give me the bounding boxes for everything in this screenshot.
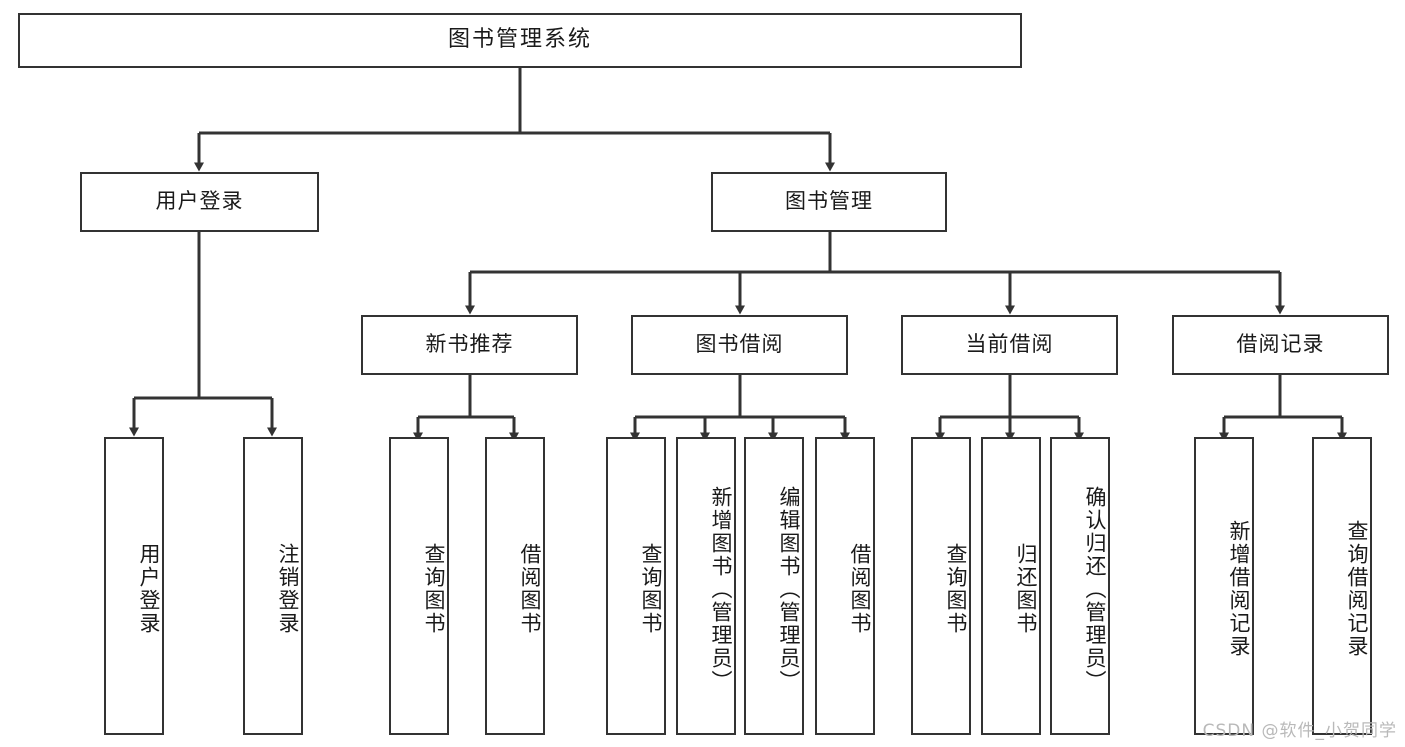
node-leaf-borrow-book-borrow[interactable]: 借阅图书 <box>815 437 875 735</box>
node-label: 查询图书 <box>422 543 446 635</box>
node-book-manage[interactable]: 图书管理 <box>711 172 947 232</box>
node-label: 借阅图书 <box>848 543 872 635</box>
node-leaf-add-book[interactable]: 新增图书（管理员） <box>676 437 736 735</box>
node-leaf-logout-login[interactable]: 注销登录 <box>243 437 303 735</box>
node-label: 当前借阅 <box>965 332 1054 357</box>
node-label: 图书管理系统 <box>447 27 592 53</box>
node-label: 图书管理 <box>785 189 873 214</box>
node-label: 编辑图书（管理员） <box>777 485 801 693</box>
node-label: 用户登录 <box>137 543 161 635</box>
node-leaf-add-borrow-record[interactable]: 新增借阅记录 <box>1194 437 1254 735</box>
node-label: 归还图书 <box>1014 543 1038 635</box>
node-label: 借阅图书 <box>518 543 542 635</box>
node-label: 注销登录 <box>276 543 300 635</box>
node-leaf-return-book[interactable]: 归还图书 <box>981 437 1041 735</box>
node-label: 查询借阅记录 <box>1345 520 1369 658</box>
node-leaf-query-borrow-record[interactable]: 查询借阅记录 <box>1312 437 1372 735</box>
node-leaf-query-book-current[interactable]: 查询图书 <box>911 437 971 735</box>
node-leaf-query-book-borrow[interactable]: 查询图书 <box>606 437 666 735</box>
node-borrow-record[interactable]: 借阅记录 <box>1172 315 1389 375</box>
watermark-csdn: CSDN @软件_小贺同学 <box>1202 721 1397 741</box>
node-label: 新增图书（管理员） <box>709 485 733 693</box>
node-label: 用户登录 <box>155 189 244 214</box>
node-label: 借阅记录 <box>1236 332 1325 357</box>
node-leaf-confirm-return[interactable]: 确认归还（管理员） <box>1050 437 1110 735</box>
node-label: 图书借阅 <box>695 332 784 357</box>
node-leaf-edit-book[interactable]: 编辑图书（管理员） <box>744 437 804 735</box>
node-label: 查询图书 <box>944 543 968 635</box>
node-label: 新书推荐 <box>425 332 514 357</box>
node-current-borrow[interactable]: 当前借阅 <box>901 315 1118 375</box>
node-book-borrow[interactable]: 图书借阅 <box>631 315 848 375</box>
node-root-book-management-system[interactable]: 图书管理系统 <box>18 13 1022 68</box>
node-label: 查询图书 <box>639 543 663 635</box>
node-leaf-borrow-book-recommend[interactable]: 借阅图书 <box>485 437 545 735</box>
node-leaf-user-login[interactable]: 用户登录 <box>104 437 164 735</box>
node-user-login[interactable]: 用户登录 <box>80 172 319 232</box>
node-new-book-recommend[interactable]: 新书推荐 <box>361 315 578 375</box>
node-label: 确认归还（管理员） <box>1083 485 1107 693</box>
node-leaf-query-book-recommend[interactable]: 查询图书 <box>389 437 449 735</box>
node-label: 新增借阅记录 <box>1227 520 1251 658</box>
